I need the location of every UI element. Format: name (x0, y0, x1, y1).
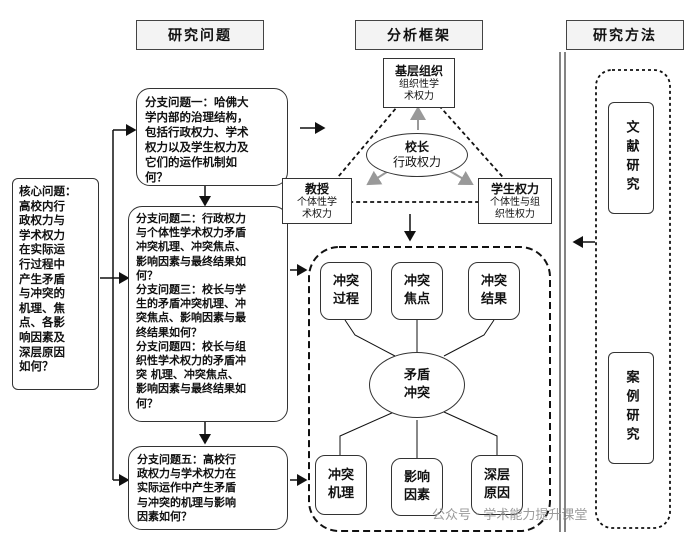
link-mechanism (339, 411, 395, 455)
node-professor-desc: 个体性学 术权力 (297, 196, 337, 220)
conflict-center-label: 矛盾 冲突 (403, 368, 430, 401)
method-case-label: 案例研究 (623, 370, 639, 446)
conflict-center: 矛盾 冲突 (369, 352, 465, 418)
sub-questions-2-4: 分支问题二：行政权力 与个体性学术权力矛盾 冲突机理、冲突焦点、 影响因素与最终… (128, 206, 288, 422)
node-student-title: 学生权力 (490, 181, 539, 196)
conflict-frame (308, 246, 551, 532)
dashed-triangle (315, 80, 528, 203)
node-grassroots: 基层组织 组织性学 术权力 (383, 58, 455, 108)
node-president-title: 校长 (404, 140, 429, 154)
node-student-desc: 个体性与组 织性权力 (490, 196, 540, 220)
node-professor-title: 教授 (304, 181, 329, 196)
node-president: 校长 行政权力 (366, 133, 468, 177)
header-method: 研究方法 (566, 20, 684, 50)
conflict-process: 冲突 过程 (320, 262, 372, 320)
sub-question-5: 分支问题五：高校行 政权力与学术权力在 实际运作中产生矛盾 与冲突的机理与影响 … (128, 446, 288, 530)
method-case: 案例研究 (608, 352, 654, 464)
conflict-result: 冲突 结果 (468, 262, 520, 320)
conflict-mechanism: 冲突 机理 (315, 455, 367, 515)
method-literature: 文献研究 (608, 102, 654, 214)
conflict-focus: 冲突 焦点 (391, 262, 443, 320)
node-grassroots-desc: 组织性学 术权力 (399, 78, 439, 102)
method-literature-label: 文献研究 (623, 120, 639, 196)
core-question: 核心问题： 高校内行 政权力与 学术权力 在实际运 行过程中 产生矛盾 与冲突的… (12, 178, 99, 390)
sub-question-1: 分支问题一：哈佛大 学内部的治理结构， 包括行政权力、学术 权力以及学生权力及 … (136, 88, 288, 186)
grey-arrow-right (447, 169, 474, 186)
link-result (443, 319, 495, 357)
watermark: 公众号 · 学术能力提升课堂 (432, 508, 588, 523)
node-professor: 教授 个体性学 术权力 (282, 178, 352, 224)
node-president-desc: 行政权力 (392, 155, 441, 169)
node-student: 学生权力 个体性与组 织性权力 (478, 178, 552, 224)
conflict-deep-cause: 深层 原因 (471, 455, 523, 515)
link-deep-cause (443, 411, 498, 455)
header-research-question: 研究问题 (136, 20, 264, 50)
node-grassroots-title: 基层组织 (394, 63, 443, 78)
conflict-factors: 影响 因素 (391, 458, 443, 516)
method-frame (595, 69, 671, 529)
header-framework: 分析框架 (355, 20, 483, 50)
link-process (344, 319, 396, 357)
